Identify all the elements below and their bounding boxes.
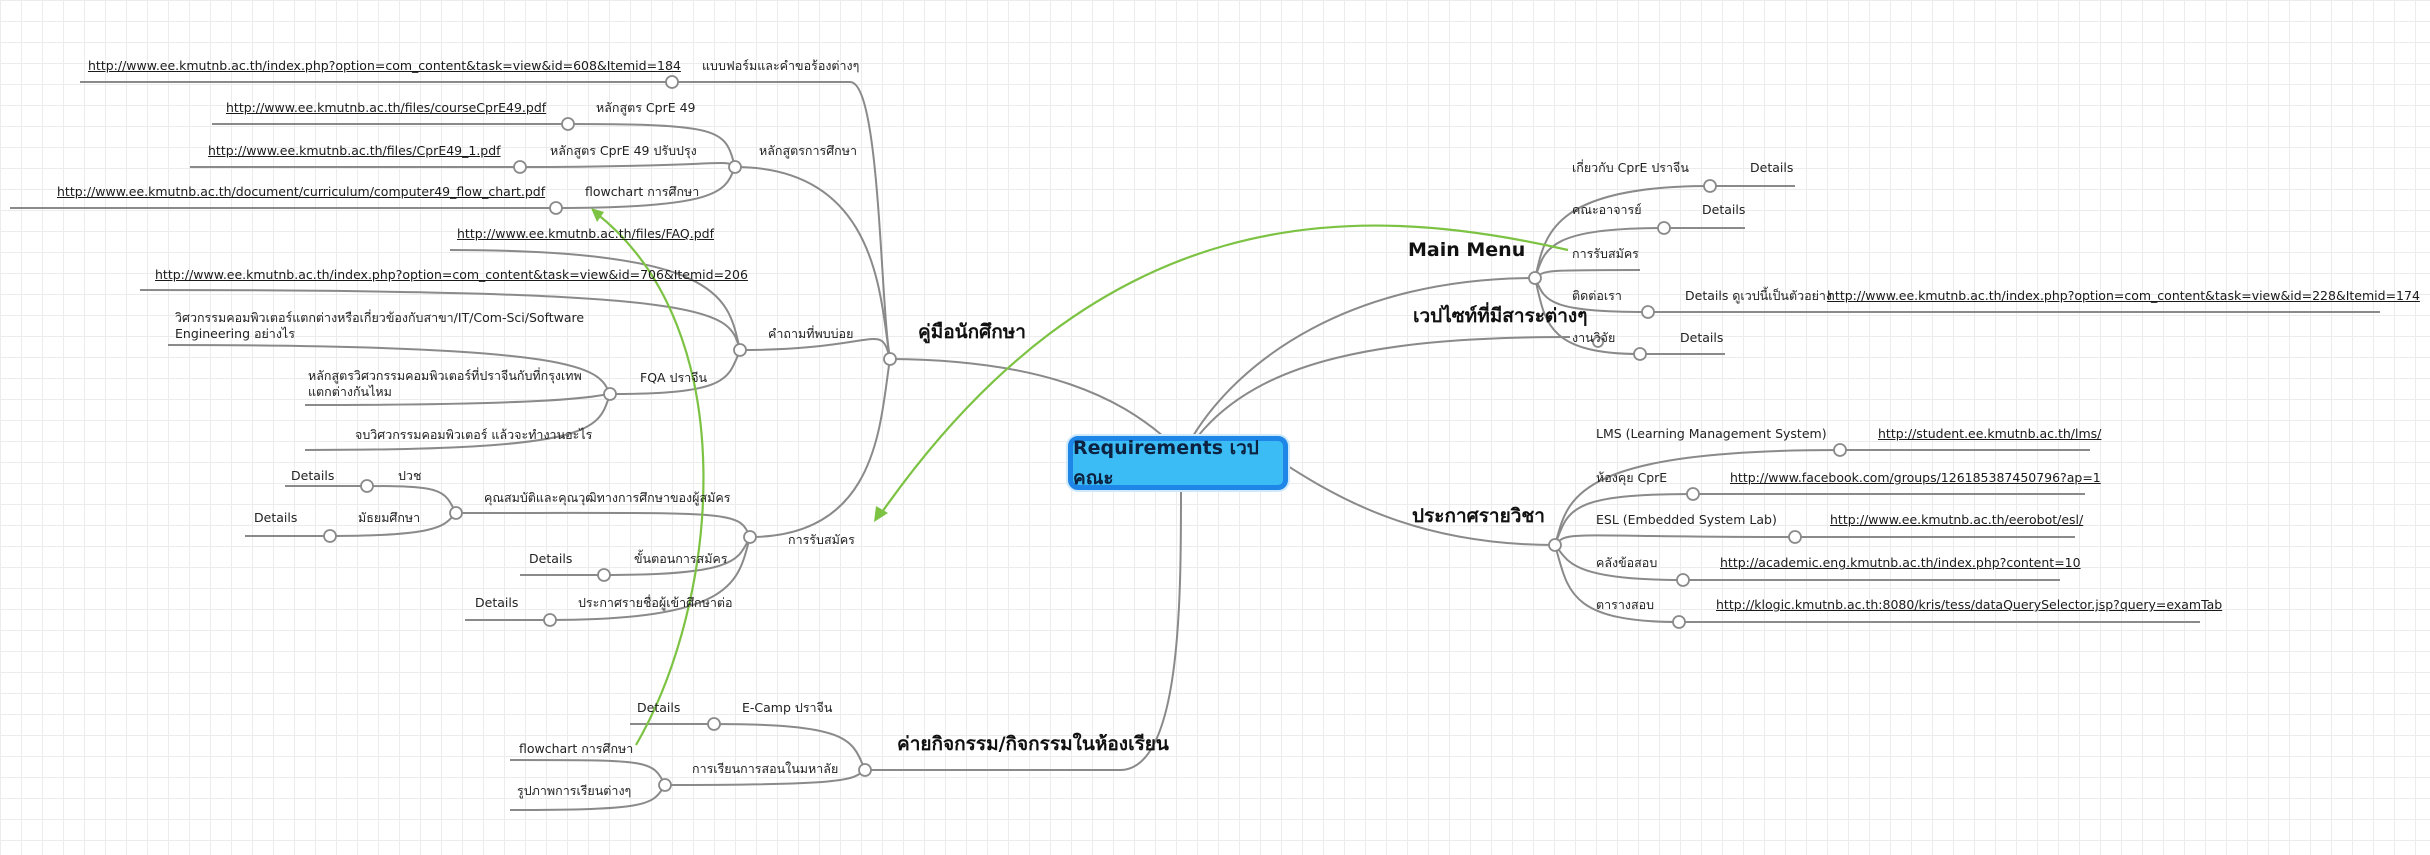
node-faculty[interactable]: คณะอาจารย์ [1572,202,1642,217]
link-chat-url[interactable]: http://www.facebook.com/groups/126185387… [1730,470,2101,485]
node-photos[interactable]: รูปภาพการเรียนต่างๆ [517,783,632,798]
topic-camp-activities[interactable]: ค่ายกิจกรรม/กิจกรรมในห้องเรียน [897,733,1169,755]
link-flowchart-url[interactable]: http://www.ee.kmutnb.ac.th/document/curr… [57,184,546,199]
node-about-details[interactable]: Details [1750,160,1794,175]
node-chat[interactable]: ห้องคุย CprE [1596,470,1668,485]
topic-main-menu[interactable]: Main Menu [1408,239,1526,261]
topic-student-handbook[interactable]: คู่มือนักศึกษา [918,321,1026,343]
node-research[interactable]: งานวิจัย [1572,330,1616,345]
link-exam-bank-url[interactable]: http://academic.eng.kmutnb.ac.th/index.p… [1720,555,2081,570]
node-flowchart[interactable]: flowchart การศึกษา [585,184,700,199]
link-lms-url[interactable]: http://student.ee.kmutnb.ac.th/lms/ [1878,426,2102,441]
node-contact[interactable]: ติดต่อเรา [1572,288,1622,303]
topic-course-announcements[interactable]: ประกาศรายวิชา [1412,505,1545,527]
link-cpre49-url[interactable]: http://www.ee.kmutnb.ac.th/files/courseC… [226,100,547,115]
node-lms[interactable]: LMS (Learning Management System) [1596,426,1827,441]
node-steps[interactable]: ขั้นตอนการสมัคร [634,551,728,566]
link-forms-url[interactable]: http://www.ee.kmutnb.ac.th/index.php?opt… [88,58,681,73]
node-highschool-details[interactable]: Details [254,510,298,525]
link-faq-url[interactable]: http://www.ee.kmutnb.ac.th/index.php?opt… [155,267,748,282]
node-teaching[interactable]: การเรียนการสอนในมหาลัย [692,761,839,776]
node-contact-details[interactable]: Details ดูเวปนี้เป็นตัวอย่าง [1685,288,1833,303]
node-camp-flowchart[interactable]: flowchart การศึกษา [519,741,634,756]
root-topic[interactable]: Requirements เวปคณะ [1068,436,1288,490]
node-faculty-details[interactable]: Details [1702,202,1746,217]
node-menu-admission[interactable]: การรับสมัคร [1572,246,1639,261]
node-results-details[interactable]: Details [475,595,519,610]
node-results[interactable]: ประกาศรายชื่อผู้เข้าศึกษาต่อ [578,595,733,610]
node-vocational-details[interactable]: Details [291,468,335,483]
node-research-details[interactable]: Details [1680,330,1724,345]
node-ecamp[interactable]: E-Camp ปราจีน [742,700,833,715]
node-faq[interactable]: คำถามที่พบบ่อย [768,326,854,341]
node-ecamp-details[interactable]: Details [637,700,681,715]
link-esl-url[interactable]: http://www.ee.kmutnb.ac.th/eerobot/esl/ [1830,512,2084,527]
node-cpre49-revised[interactable]: หลักสูตร CprE 49 ปรับปรุง [550,143,697,158]
topic-useful-websites[interactable]: เวปไซท์ที่มีสาระต่างๆ [1413,305,1588,327]
node-about-cpre[interactable]: เกี่ยวกับ CprE ปราจีน [1572,160,1689,175]
branch-collapse-knobs [323,75,1847,792]
node-esl[interactable]: ESL (Embedded System Lab) [1596,512,1777,527]
node-exam-bank[interactable]: คลังข้อสอบ [1596,555,1658,570]
link-contact-url[interactable]: http://www.ee.kmutnb.ac.th/index.php?opt… [1827,288,2420,303]
link-cpre49-revised-url[interactable]: http://www.ee.kmutnb.ac.th/files/CprE49_… [208,143,501,158]
link-faq-pdf[interactable]: http://www.ee.kmutnb.ac.th/files/FAQ.pdf [457,226,714,241]
node-fqa-prachin[interactable]: FQA ปราจีน [640,370,708,385]
node-highschool[interactable]: มัธยมศึกษา [358,510,421,525]
node-fqa-q1[interactable]: วิศวกรรมคอมพิวเตอร์แตกต่างหรือเกี่ยวข้อง… [175,310,585,341]
node-steps-details[interactable]: Details [529,551,573,566]
node-cpre49[interactable]: หลักสูตร CprE 49 [596,100,696,115]
link-exam-schedule-url[interactable]: http://klogic.kmutnb.ac.th:8080/kris/tes… [1716,597,2223,612]
node-vocational[interactable]: ปวช [398,468,422,483]
node-forms[interactable]: แบบฟอร์มและคำขอร้องต่างๆ [702,58,860,73]
node-fqa-q3[interactable]: จบวิศวกรรมคอมพิวเตอร์ แล้วจะทำงานอะไร [355,427,593,442]
branch-lines [10,81,2380,811]
node-fqa-q2[interactable]: หลักสูตรวิศวกรรมคอมพิวเตอร์ที่ปราจีนกับท… [308,368,582,399]
node-qualification[interactable]: คุณสมบัติและคุณวุฒิทางการศึกษาของผู้สมัค… [484,490,731,505]
node-exam-schedule[interactable]: ตารางสอบ [1596,597,1655,612]
node-admission[interactable]: การรับสมัคร [788,532,855,547]
relationship-arrows [591,208,1569,746]
node-curriculum[interactable]: หลักสูตรการศึกษา [759,143,857,158]
